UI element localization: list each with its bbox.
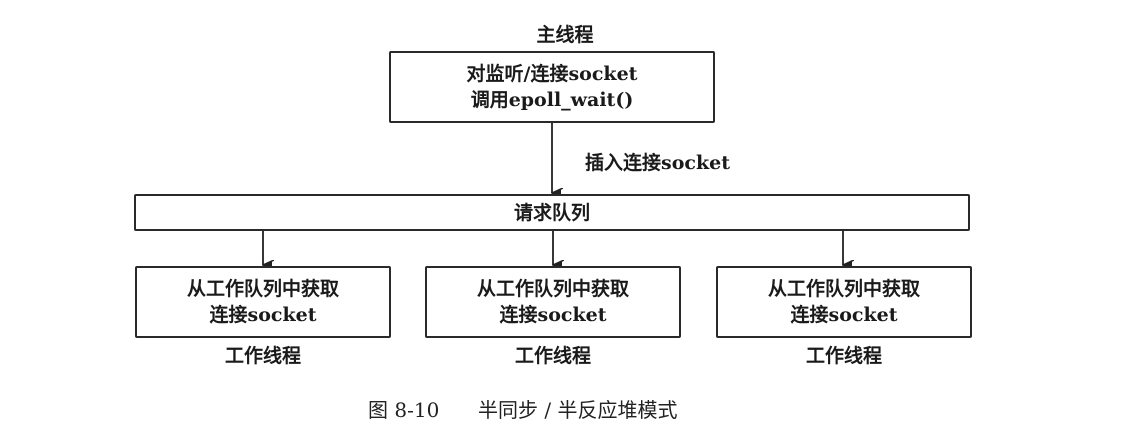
worker-box-1: 从工作队列中获取 连接socket xyxy=(135,266,391,338)
worker-1-line1: 从工作队列中获取 xyxy=(186,278,339,300)
worker-2-title: 工作线程 xyxy=(514,345,591,367)
request-queue-box: 请求队列 xyxy=(134,194,970,231)
worker-3-title: 工作线程 xyxy=(805,345,882,367)
main-thread-line2: 调用epoll_wait() xyxy=(470,89,634,111)
insert-socket-label: 插入连接socket xyxy=(585,152,730,174)
figure-number: 图 8-10 xyxy=(368,398,440,422)
worker-1-title: 工作线程 xyxy=(224,345,301,367)
worker-box-2: 从工作队列中获取 连接socket xyxy=(425,266,681,338)
request-queue-label: 请求队列 xyxy=(513,201,590,224)
figure-title: 半同步 / 半反应堆模式 xyxy=(478,398,678,422)
main-thread-box: 对监听/连接socket 调用epoll_wait() xyxy=(389,51,715,123)
worker-2-line1: 从工作队列中获取 xyxy=(476,278,629,300)
worker-3-line1: 从工作队列中获取 xyxy=(767,278,920,300)
main-thread-line1: 对监听/连接socket xyxy=(466,63,638,85)
worker-1-line2: 连接socket xyxy=(209,304,317,326)
worker-3-line2: 连接socket xyxy=(790,304,898,326)
worker-2-line2: 连接socket xyxy=(499,304,607,326)
main-thread-title: 主线程 xyxy=(536,24,594,46)
worker-box-3: 从工作队列中获取 连接socket xyxy=(716,266,972,338)
figure-caption: 图 8-10 半同步 / 半反应堆模式 xyxy=(368,394,677,423)
